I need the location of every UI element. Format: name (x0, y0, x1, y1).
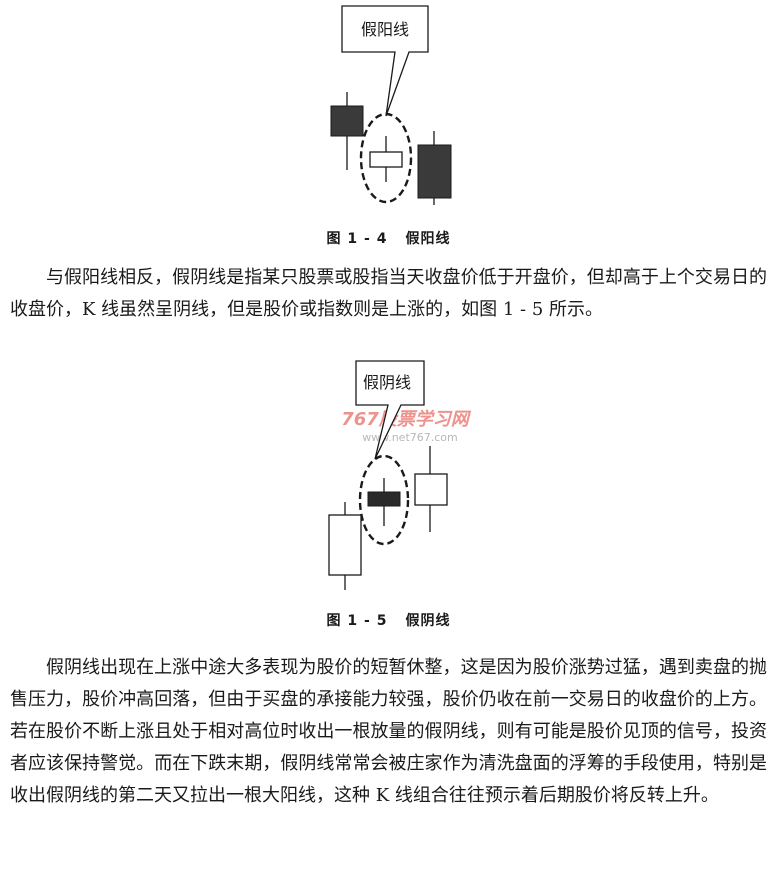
candle-3-body (417, 144, 452, 199)
caption-title: 假阴线 (405, 613, 451, 629)
paragraph-false-yin-definition: 与假阳线相反，假阴线是指某只股票或股指当天收盘价低于开盘价，但却高于上个交易日的… (10, 267, 767, 320)
watermark-url: www.net767.com (362, 431, 458, 444)
candle-2-body (367, 491, 401, 507)
callout-box (341, 5, 429, 117)
figure-caption-1-5: 图 1 - 5 假阴线 (0, 610, 777, 630)
candle-1-body (328, 514, 362, 576)
highlight-ellipse (358, 454, 410, 546)
watermark-title: 767股票学习网 (341, 409, 472, 430)
candle-3-body (414, 473, 448, 506)
caption-title: 假阳线 (405, 231, 451, 247)
caption-number: 图 1 - 5 (326, 613, 388, 629)
callout-label: 假阴线 (363, 373, 411, 392)
candle-2-body (369, 151, 403, 168)
highlight-ellipse (359, 112, 413, 204)
callout-label: 假阳线 (361, 20, 409, 39)
candlestick-diagram-false-yang: 假阳线 (330, 5, 452, 205)
figure-1-4: 假阳线 (0, 0, 777, 230)
caption-number: 图 1 - 4 (326, 231, 388, 247)
callout-box (355, 360, 425, 460)
candle-1-body (330, 105, 364, 137)
figure-1-5: 767股票学习网 www.net767.com 假阴线 (0, 355, 777, 605)
candlestick-diagram-false-yin: 767股票学习网 www.net767.com 假阴线 (328, 360, 472, 590)
figure-caption-1-4: 图 1 - 4 假阳线 (0, 228, 777, 248)
paragraph-false-yin-analysis: 假阴线出现在上涨中途大多表现为股价的短暂休整，这是因为股价涨势过猛，遇到卖盘的抛… (10, 657, 767, 806)
